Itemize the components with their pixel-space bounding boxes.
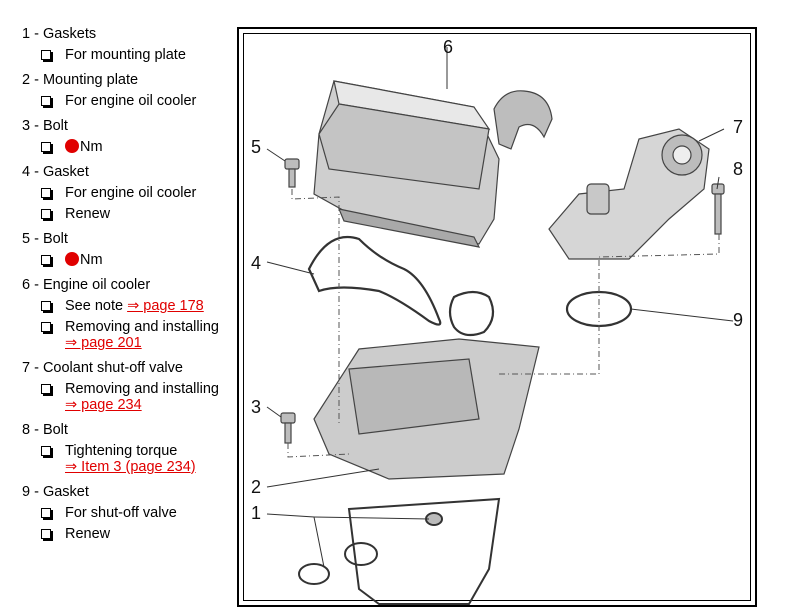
page-reference-link[interactable]: ⇒ page 234 bbox=[65, 397, 142, 413]
legend-subitem-text: Tightening torque bbox=[65, 443, 178, 459]
legend-subitem-text: Nm bbox=[80, 139, 103, 155]
callout-number: 9 bbox=[733, 310, 744, 330]
checkbox-bullet-icon bbox=[41, 209, 51, 219]
legend-subitem: For mounting plate bbox=[22, 47, 237, 63]
legend-subitem-text: For engine oil cooler bbox=[65, 185, 197, 201]
checkbox-bullet-icon bbox=[41, 96, 51, 106]
legend-subitem-text: For mounting plate bbox=[65, 47, 186, 63]
checkbox-bullet-icon bbox=[41, 508, 51, 518]
oil-cooler-drawing bbox=[313, 80, 553, 248]
page-reference-link[interactable]: ⇒ Item 3 (page 234) bbox=[65, 459, 196, 475]
shutoff-valve-drawing bbox=[548, 128, 710, 260]
page-reference-link[interactable]: ⇒ page 201 bbox=[65, 335, 142, 351]
legend-subitem-text: Renew bbox=[65, 206, 111, 222]
legend-item-title: 2 - Mounting plate bbox=[22, 72, 139, 88]
legend-item-title: 3 - Bolt bbox=[22, 118, 68, 134]
legend-item-title: 9 - Gasket bbox=[22, 484, 89, 500]
checkbox-bullet-icon bbox=[41, 255, 51, 265]
assembly-lines bbox=[287, 189, 720, 458]
checkbox-bullet-icon bbox=[41, 529, 51, 539]
legend-subitem-text: Renew bbox=[65, 526, 111, 542]
callout-number: 6 bbox=[443, 37, 454, 57]
callout-number: 7 bbox=[733, 117, 744, 137]
checkbox-bullet-icon bbox=[41, 50, 51, 60]
legend-subitem-text: For engine oil cooler bbox=[65, 93, 197, 109]
legend-subitem: Removing and installing⇒ page 234 bbox=[22, 381, 237, 413]
legend-item-title: 1 - Gaskets bbox=[22, 26, 97, 42]
page-reference-link[interactable]: ⇒ page 178 bbox=[127, 298, 204, 314]
legend-subitem: For engine oil cooler bbox=[22, 185, 237, 201]
legend-subitem: Removing and installing⇒ page 201 bbox=[22, 319, 237, 351]
legend-item-title: 5 - Bolt bbox=[22, 231, 68, 247]
exploded-diagram: 1 2 3 4 5 6 7 8 9 bbox=[237, 27, 757, 607]
callout-number: 3 bbox=[251, 397, 262, 417]
legend-subitem-text: Nm bbox=[80, 252, 103, 268]
checkbox-bullet-icon bbox=[41, 188, 51, 198]
legend-subitem: Renew bbox=[22, 206, 237, 222]
legend-subitem: For shut-off valve bbox=[22, 505, 237, 521]
torque-value-dot-icon bbox=[65, 139, 79, 153]
legend-subitem-text: For shut-off valve bbox=[65, 505, 177, 521]
checkbox-bullet-icon bbox=[41, 384, 51, 394]
legend-subitem: Nm bbox=[22, 139, 237, 155]
checkbox-bullet-icon bbox=[41, 142, 51, 152]
legend-subitem: Tightening torque⇒ Item 3 (page 234) bbox=[22, 443, 237, 475]
lower-gaskets-drawing bbox=[298, 497, 501, 605]
checkbox-bullet-icon bbox=[41, 301, 51, 311]
legend-item-title: 4 - Gasket bbox=[22, 164, 89, 180]
legend-subitem: For engine oil cooler bbox=[22, 93, 237, 109]
callout-number: 2 bbox=[251, 477, 262, 497]
legend-subitem: Renew bbox=[22, 526, 237, 542]
torque-value-dot-icon bbox=[65, 252, 79, 266]
leader-lines bbox=[266, 47, 734, 568]
checkbox-bullet-icon bbox=[41, 446, 51, 456]
callout-number: 1 bbox=[251, 503, 262, 523]
mounting-plate-drawing bbox=[313, 338, 540, 480]
checkbox-bullet-icon bbox=[41, 322, 51, 332]
diagram-artwork bbox=[266, 47, 734, 605]
callout-number: 8 bbox=[733, 159, 744, 179]
legend-item-title: 8 - Bolt bbox=[22, 422, 68, 438]
callout-number: 5 bbox=[251, 137, 262, 157]
legend-item-title: 7 - Coolant shut-off valve bbox=[22, 360, 183, 376]
legend-item-title: 6 - Engine oil cooler bbox=[22, 277, 151, 293]
legend-subitem: Nm bbox=[22, 252, 237, 268]
legend-subitem-text: Removing and installing bbox=[65, 319, 219, 335]
callout-number: 4 bbox=[251, 253, 262, 273]
legend-subitem: See note ⇒ page 178 bbox=[22, 298, 237, 314]
legend-subitem-text: See note bbox=[65, 298, 124, 314]
legend-subitem-text: Removing and installing bbox=[65, 381, 219, 397]
